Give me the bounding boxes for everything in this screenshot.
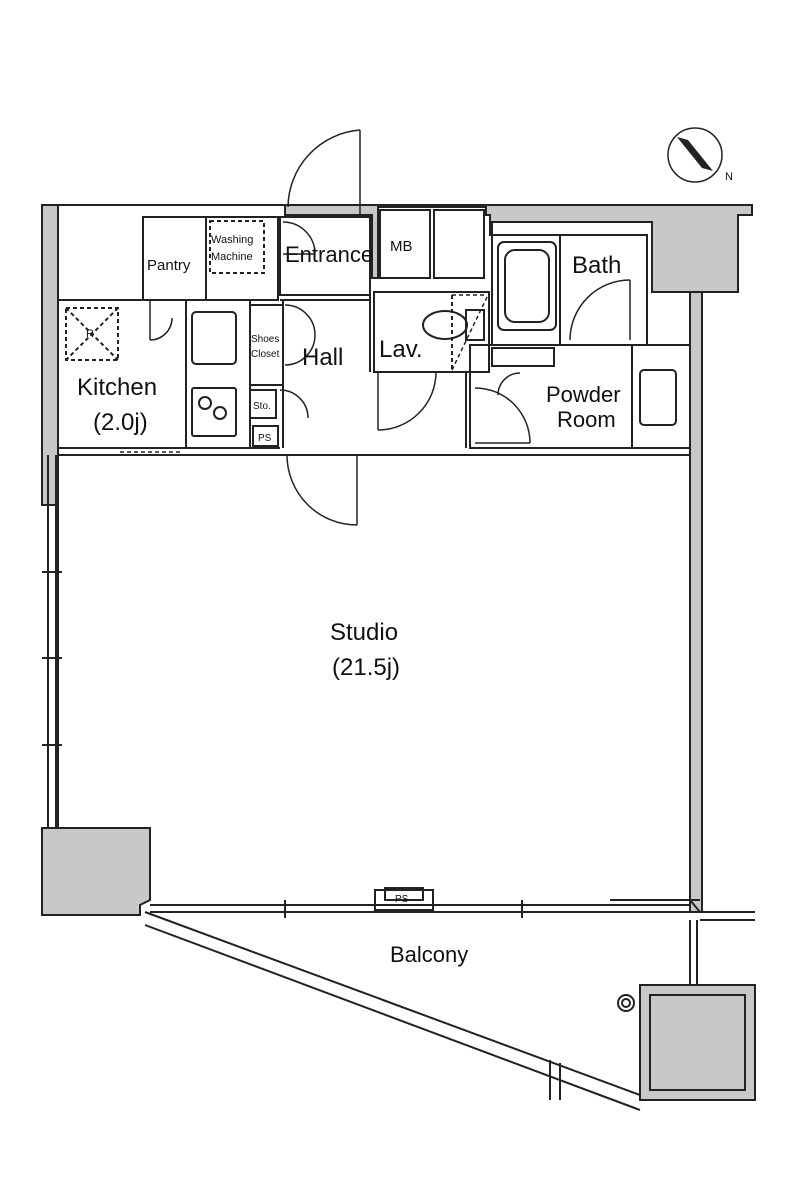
refrigerator-label: R (86, 328, 94, 340)
washing-label-line2: Machine (211, 251, 253, 263)
kitchen-size-label: (2.0j) (93, 409, 148, 436)
wall-lines (42, 209, 755, 1111)
washing-label-line1: Washing (211, 234, 253, 246)
storage-label: Sto. (253, 401, 271, 412)
kitchen-label: Kitchen (77, 374, 157, 401)
compass-north-label: N (725, 171, 733, 183)
ps-hall-label: PS (258, 433, 272, 444)
entrance-label: Entrance (285, 242, 373, 267)
balcony-label: Balcony (390, 942, 468, 967)
mb-label: MB (390, 238, 413, 255)
bath-label: Bath (572, 252, 621, 279)
powder-room-label-line2: Room (557, 407, 616, 432)
shoes-closet-label-line2: Closet (251, 349, 280, 360)
lav-label: Lav. (379, 336, 423, 363)
door-swings (120, 129, 631, 526)
ps-studio-label: PS (395, 894, 409, 905)
studio-label: Studio (330, 619, 398, 646)
powder-room-label-line1: Powder (546, 382, 621, 407)
compass: N (667, 127, 733, 183)
pantry-label: Pantry (147, 257, 191, 274)
studio-size-label: (21.5j) (332, 654, 400, 681)
shoes-closet-label-line1: Shoes (251, 334, 279, 345)
hall-label: Hall (302, 344, 343, 371)
room-labels: Pantry Washing Machine Entrance MB Bath … (77, 234, 621, 967)
